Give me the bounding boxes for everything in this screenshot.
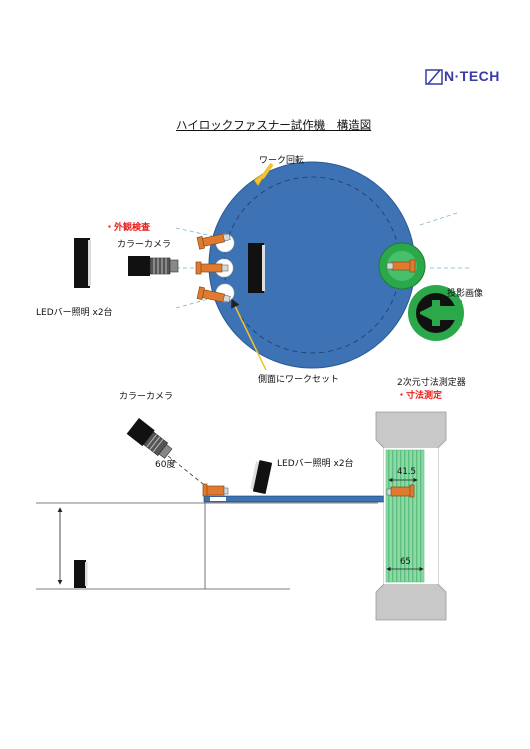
- disk-side: [203, 495, 411, 503]
- logo-mark: [425, 69, 443, 85]
- camera-sight-line: [167, 455, 209, 489]
- label-appearance-inspection: ・外観検査: [105, 223, 151, 233]
- fastener-side-left: [202, 483, 229, 497]
- fastener-top-3: [196, 286, 231, 303]
- label-projection-image: 投影画像: [447, 289, 484, 299]
- fastener-top-right: [386, 259, 416, 273]
- label-dimension-top: 41.5: [397, 467, 416, 477]
- color-camera-top: [128, 256, 179, 276]
- led-bar-on-disk-face: [262, 245, 265, 291]
- projection-image: [408, 285, 464, 341]
- led-bar-side-small: [74, 560, 88, 588]
- label-measuring-device: 2次元寸法測定器: [397, 378, 466, 388]
- fastener-top-1: [196, 233, 231, 250]
- label-dimension-bottom: 65: [400, 557, 411, 567]
- color-camera-side: [126, 418, 173, 459]
- led-bar-left: [74, 238, 91, 288]
- label-side-work-set: 側面にワークセット: [258, 375, 340, 385]
- label-led-bar-side: LEDバー照明 x2台: [277, 459, 354, 469]
- company-logo: N·TECH: [444, 68, 500, 84]
- fastener-side-right: [386, 484, 415, 498]
- led-bar-on-disk: [248, 243, 264, 293]
- label-led-bar-top: LEDバー照明 x2台: [36, 308, 113, 318]
- work-set-pointer: [231, 298, 267, 371]
- fastener-top-2: [195, 261, 229, 275]
- label-work-rotation: ワーク回転: [259, 156, 305, 166]
- label-dimension-measurement: ・寸法測定: [397, 391, 443, 401]
- label-angle: 60度: [155, 460, 176, 470]
- label-color-camera-top: カラーカメラ: [117, 240, 172, 250]
- measurement-area: [385, 449, 425, 583]
- led-bar-side: [250, 460, 272, 494]
- page-title: ハイロックファスナー試作機 構造図: [176, 118, 372, 132]
- rotation-arrow: [253, 162, 274, 187]
- pocket-side-left: [210, 497, 226, 501]
- label-color-camera-side: カラーカメラ: [119, 392, 174, 402]
